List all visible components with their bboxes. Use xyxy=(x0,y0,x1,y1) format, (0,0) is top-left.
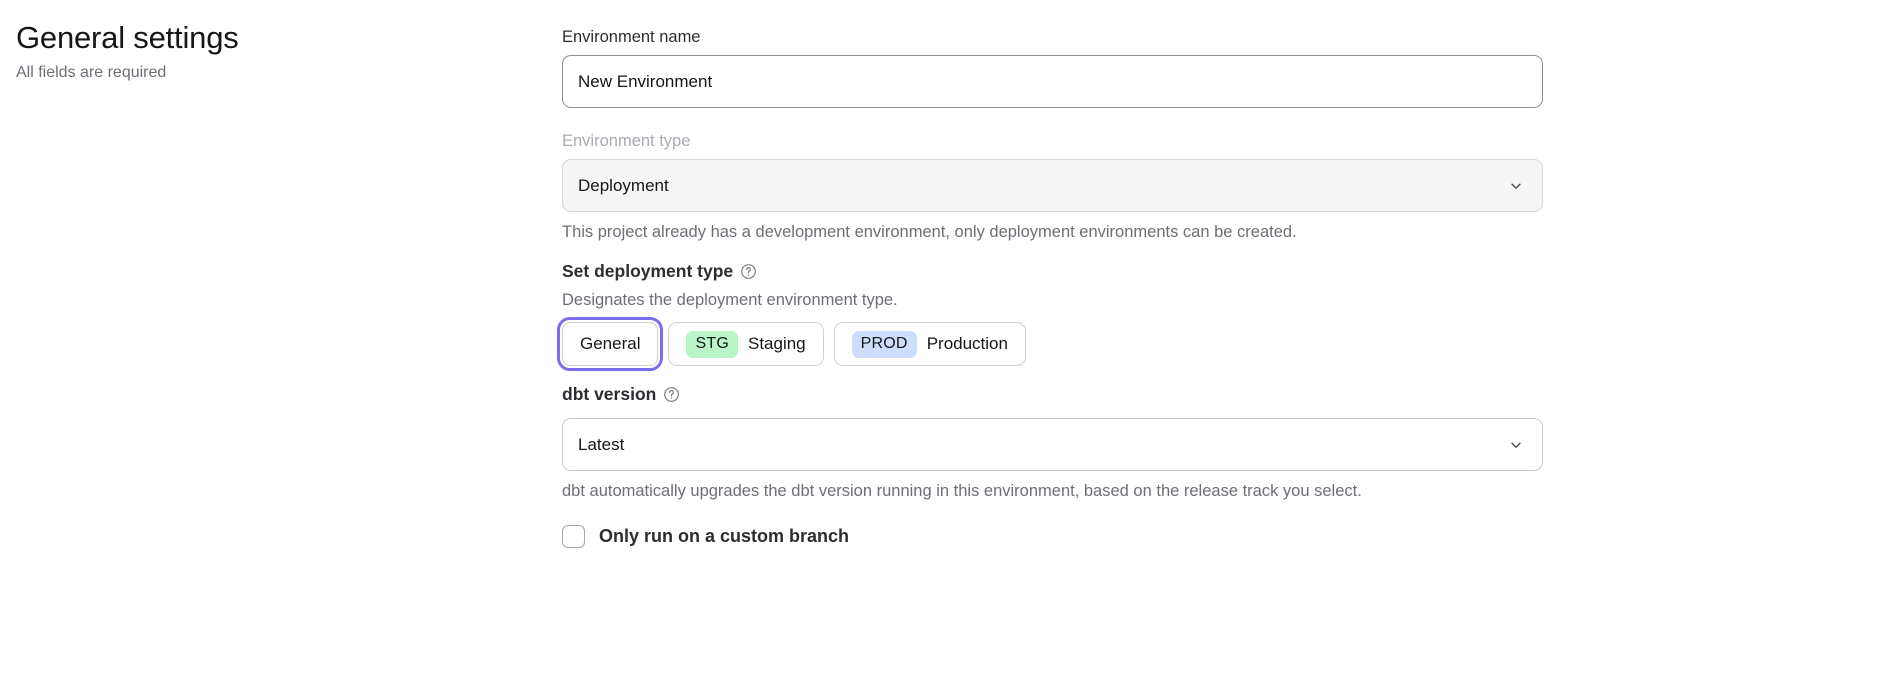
deployment-type-option-general[interactable]: General xyxy=(556,317,664,371)
environment-type-value: Deployment xyxy=(578,175,669,195)
environment-type-select-wrap: Deployment xyxy=(562,159,1543,212)
help-circle-icon[interactable] xyxy=(663,386,680,403)
deployment-type-heading-text: Set deployment type xyxy=(562,261,734,281)
staging-badge: STG xyxy=(686,330,738,358)
dbt-version-heading: dbt version xyxy=(562,382,1543,406)
page-subtitle: All fields are required xyxy=(16,64,167,81)
dbt-version-helper-text: dbt automatically upgrades the dbt versi… xyxy=(562,482,1362,500)
environment-type-helper-text: This project already has a development e… xyxy=(562,223,1297,241)
page-title: General settings xyxy=(16,20,239,55)
custom-branch-row: Only run on a custom branch xyxy=(562,524,1543,548)
dbt-version-group: dbt version Latest dbt automatically xyxy=(562,382,1543,502)
deployment-type-option-production-label: Production xyxy=(926,334,1008,353)
custom-branch-checkbox[interactable] xyxy=(562,524,585,548)
environment-type-label: Environment type xyxy=(562,132,691,150)
dbt-version-heading-text: dbt version xyxy=(562,384,657,404)
settings-header-column: General settings All fields are required xyxy=(16,18,536,84)
custom-branch-label: Only run on a custom branch xyxy=(599,526,850,546)
deployment-type-option-production[interactable]: PROD Production xyxy=(833,322,1026,366)
settings-form-column: Environment name Environment type Deploy… xyxy=(556,26,1543,548)
deployment-type-option-staging-label: Staging xyxy=(747,334,806,353)
dbt-version-select[interactable]: Latest xyxy=(562,418,1543,471)
environment-type-field-group: Environment type Deployment This project… xyxy=(562,130,1543,243)
deployment-type-option-general-label: General xyxy=(580,334,641,353)
dbt-version-value: Latest xyxy=(578,434,625,454)
deployment-type-options: General STG Staging PROD Production xyxy=(556,317,1543,371)
deployment-type-option-staging[interactable]: STG Staging xyxy=(668,322,824,366)
environment-name-label: Environment name xyxy=(562,28,701,46)
environment-name-field-group: Environment name xyxy=(562,26,1543,108)
deployment-type-heading: Set deployment type xyxy=(562,259,1543,283)
deployment-type-group: Set deployment type Designates the deplo… xyxy=(556,259,1543,371)
environment-name-input[interactable] xyxy=(562,55,1543,108)
dbt-version-select-wrap: Latest xyxy=(562,418,1543,471)
deployment-type-description: Designates the deployment environment ty… xyxy=(562,291,898,309)
production-badge: PROD xyxy=(851,330,917,358)
help-circle-icon[interactable] xyxy=(740,263,757,280)
environment-type-select[interactable]: Deployment xyxy=(562,159,1543,212)
